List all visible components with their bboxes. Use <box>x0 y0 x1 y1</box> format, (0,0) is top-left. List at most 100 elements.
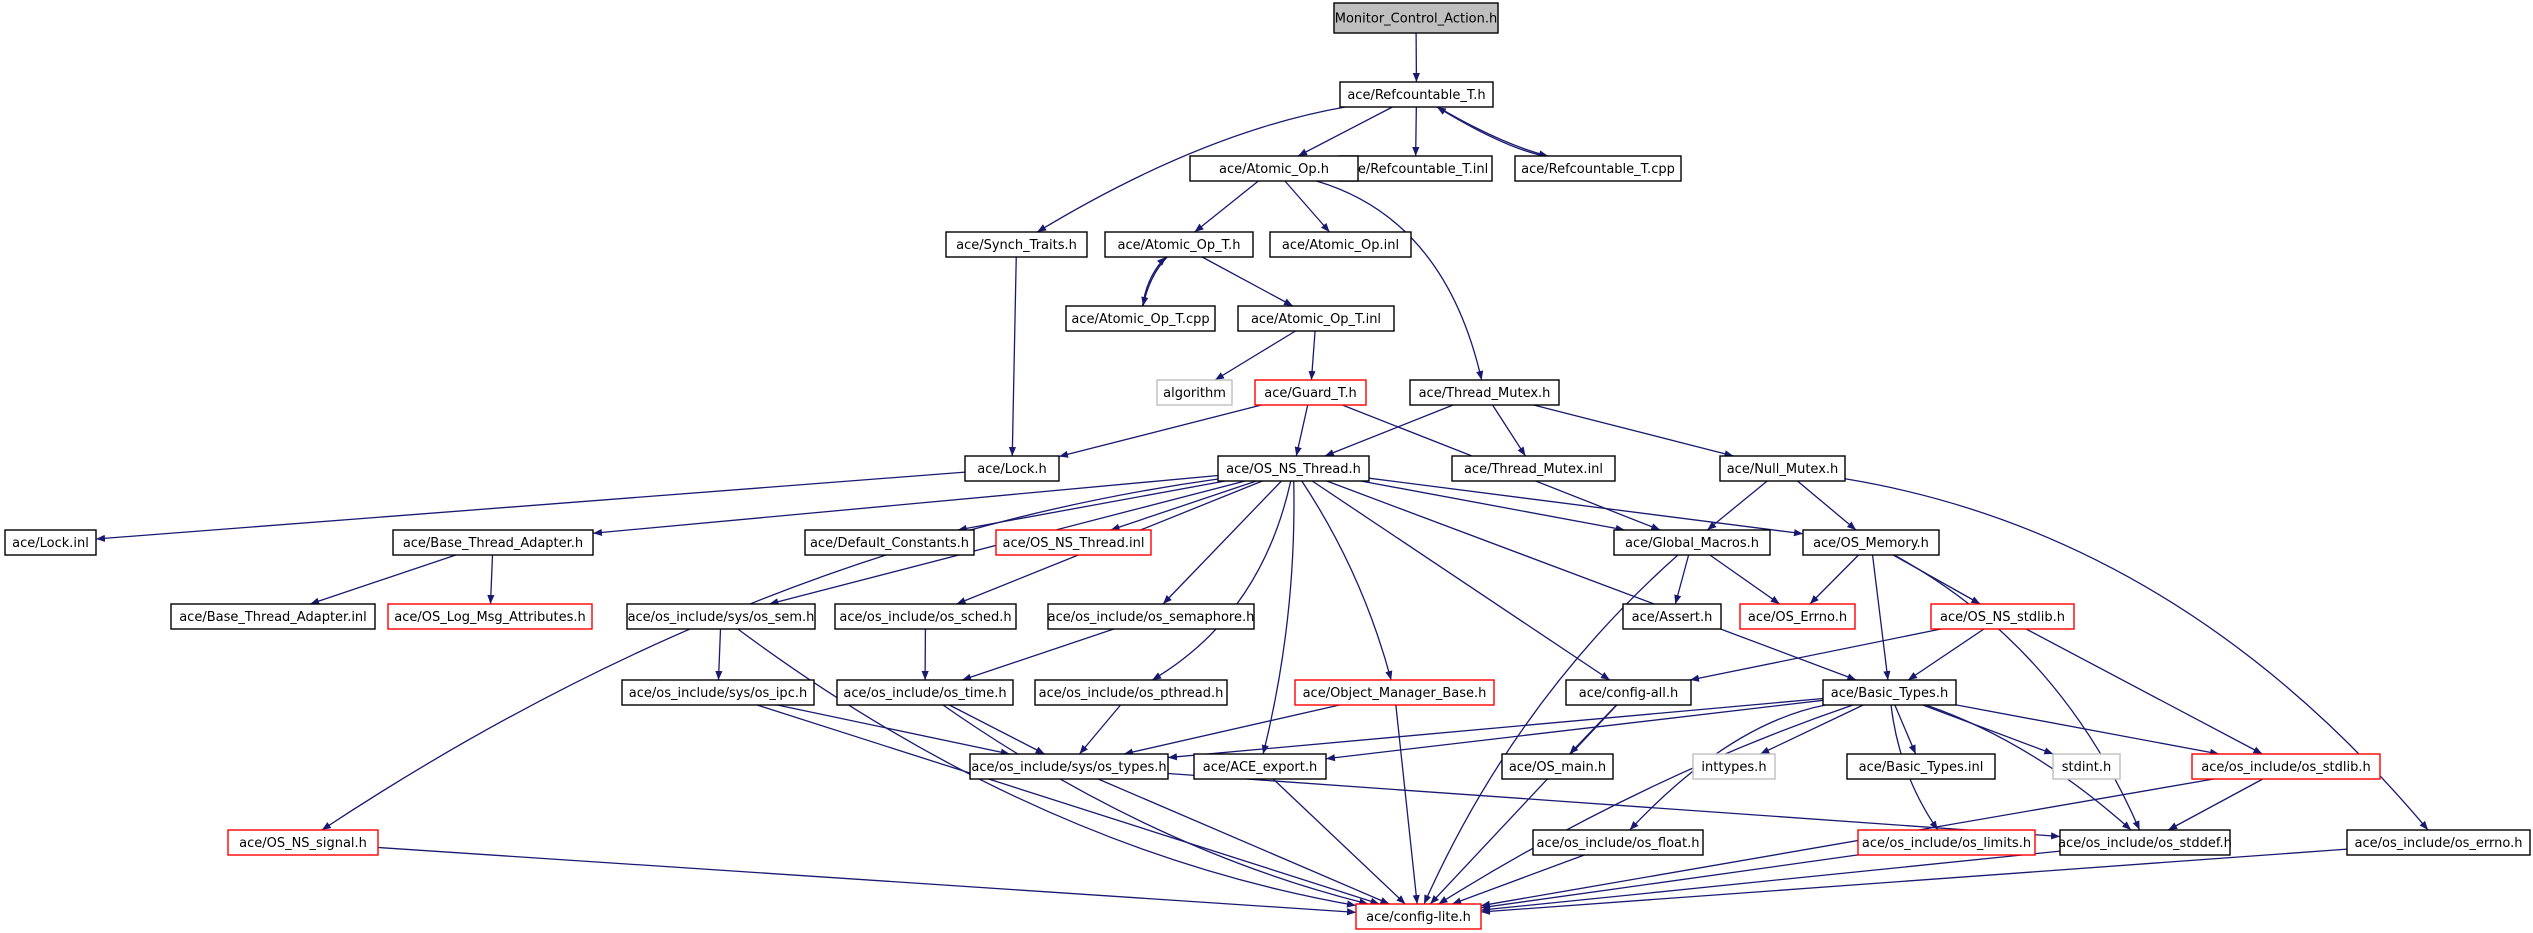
node-label: ace/OS_Memory.h <box>1813 536 1929 551</box>
node-omb[interactable]: ace/Object_Manager_Base.h <box>1294 679 1495 706</box>
node-box <box>1802 529 1940 556</box>
node-lockinl[interactable]: ace/Lock.inl <box>4 529 97 556</box>
node-box <box>1193 753 1327 780</box>
node-label: ace/os_include/os_float.h <box>1536 836 1699 851</box>
node-label: ace/Lock.inl <box>12 536 89 551</box>
node-atomTinl[interactable]: ace/Atomic_Op_T.inl <box>1237 305 1395 332</box>
node-nmutex[interactable]: ace/Null_Mutex.h <box>1719 455 1846 482</box>
node-osns[interactable]: ace/OS_NS_Thread.h <box>1217 455 1370 482</box>
node-box <box>1846 753 1996 780</box>
node-box <box>1355 903 1482 930</box>
node-bta[interactable]: ace/Base_Thread_Adapter.h <box>392 529 594 556</box>
node-box <box>1338 155 1493 182</box>
node-label: ace/Base_Thread_Adapter.inl <box>179 610 367 625</box>
node-ospth[interactable]: ace/os_include/os_pthread.h <box>1034 679 1228 706</box>
node-inttypes[interactable]: inttypes.h <box>1692 753 1776 780</box>
node-ossema[interactable]: ace/os_include/os_semaphore.h <box>1047 603 1255 630</box>
node-cfglite[interactable]: ace/config-lite.h <box>1355 903 1482 930</box>
node-box <box>1339 81 1494 108</box>
node-osnsstd[interactable]: ace/OS_NS_stdlib.h <box>1930 603 2075 630</box>
node-oslimits[interactable]: ace/os_include/os_limits.h <box>1857 829 2036 856</box>
node-atominl[interactable]: ace/Atomic_Op.inl <box>1269 231 1412 258</box>
node-ostypes[interactable]: ace/os_include/sys/os_types.h <box>969 753 1169 780</box>
node-stdint[interactable]: stdint.h <box>2052 753 2121 780</box>
edge-gmac-to-oserrno <box>1709 554 1781 605</box>
node-refTinl[interactable]: ace/Refcountable_T.inl <box>1338 155 1493 182</box>
node-osmem[interactable]: ace/OS_Memory.h <box>1802 529 1940 556</box>
edge-osns-to-omb <box>1301 480 1393 681</box>
edge-guard-to-lock <box>1058 404 1262 458</box>
node-box <box>387 603 593 630</box>
node-oserrnoh[interactable]: ace/os_include/os_errno.h <box>2346 829 2531 856</box>
edge-nmutex-to-gmac <box>1706 480 1768 531</box>
edge-osns-to-bta <box>592 474 1219 537</box>
node-lock[interactable]: ace/Lock.h <box>964 455 1060 482</box>
node-box <box>1501 753 1614 780</box>
node-tmutexinl[interactable]: ace/Thread_Mutex.inl <box>1451 455 1616 482</box>
edge-nssig-to-cfglite <box>377 846 1357 916</box>
node-label: ace/Null_Mutex.h <box>1727 462 1839 477</box>
node-nssig[interactable]: ace/OS_NS_signal.h <box>227 829 379 856</box>
edge-atomTcpp-to-atomT <box>1141 256 1167 307</box>
edge-osns-to-nssig <box>321 478 1219 831</box>
node-refTcpp[interactable]: ace/Refcountable_T.cpp <box>1514 155 1682 182</box>
node-oserrno[interactable]: ace/OS_Errno.h <box>1739 603 1856 630</box>
node-label: ace/OS_NS_Thread.h <box>1226 462 1361 477</box>
node-atomT[interactable]: ace/Atomic_Op_T.h <box>1104 231 1254 258</box>
node-label: ace/os_include/sys/os_sem.h <box>628 610 815 625</box>
node-btypes[interactable]: ace/Basic_Types.h <box>1822 679 1957 706</box>
node-ossched[interactable]: ace/os_include/os_sched.h <box>834 603 1017 630</box>
node-btinl[interactable]: ace/Basic_Types.inl <box>1846 753 1996 780</box>
node-label: ace/Thread_Mutex.h <box>1419 386 1551 401</box>
edge-atomic-to-tmutex <box>1316 180 1484 381</box>
node-synch[interactable]: ace/Synch_Traits.h <box>945 231 1088 258</box>
node-ossem[interactable]: ace/os_include/sys/os_sem.h <box>626 603 816 630</box>
node-osstddef[interactable]: ace/os_include/os_stddef.h <box>2058 829 2232 856</box>
node-box <box>621 679 815 706</box>
node-osstdlib[interactable]: ace/os_include/os_stdlib.h <box>2191 753 2381 780</box>
node-osipc[interactable]: ace/os_include/sys/os_ipc.h <box>621 679 815 706</box>
node-label: ace/os_include/os_stddef.h <box>2058 836 2232 851</box>
node-tmutex[interactable]: ace/Thread_Mutex.h <box>1409 379 1560 406</box>
node-refT[interactable]: ace/Refcountable_T.h <box>1339 81 1494 108</box>
node-cfgall[interactable]: ace/config-all.h <box>1565 679 1692 706</box>
edge-osnsstd-to-cfgall <box>1689 628 1942 682</box>
node-guard[interactable]: ace/Guard_T.h <box>1254 379 1367 406</box>
node-box <box>170 603 376 630</box>
node-box <box>1930 603 2075 630</box>
edge-osipc-to-cfglite <box>756 704 1380 905</box>
node-aceexp[interactable]: ace/ACE_export.h <box>1193 753 1327 780</box>
node-atomic[interactable]: ace/Atomic_Op.h <box>1189 155 1359 182</box>
node-osnsinl[interactable]: ace/OS_NS_Thread.inl <box>995 529 1152 556</box>
node-label: ace/Atomic_Op.inl <box>1282 238 1399 253</box>
edge-atomTinl-to-algo <box>1214 330 1296 381</box>
node-root[interactable]: Monitor_Control_Action.h <box>1333 2 1499 34</box>
node-box <box>227 829 379 856</box>
node-btainl[interactable]: ace/Base_Thread_Adapter.inl <box>170 603 376 630</box>
node-assert[interactable]: ace/Assert.h <box>1622 603 1722 630</box>
node-label: ace/Default_Constants.h <box>810 536 969 551</box>
node-defc[interactable]: ace/Default_Constants.h <box>804 529 975 556</box>
edge-ospth-to-ostypes <box>1078 704 1122 755</box>
node-atomTcpp[interactable]: ace/Atomic_Op_T.cpp <box>1065 305 1216 332</box>
edge-btypes-to-ostypes <box>1167 697 1824 761</box>
node-oslog[interactable]: ace/OS_Log_Msg_Attributes.h <box>387 603 593 630</box>
node-ostime[interactable]: ace/os_include/os_time.h <box>836 679 1014 706</box>
node-label: ace/config-all.h <box>1579 686 1679 701</box>
node-gmac[interactable]: ace/Global_Macros.h <box>1613 529 1771 556</box>
node-osfloat[interactable]: ace/os_include/os_float.h <box>1532 829 1704 856</box>
node-box <box>995 529 1152 556</box>
edge-aceexp-to-cfglite <box>1272 778 1406 905</box>
node-box <box>969 753 1169 780</box>
node-osmain[interactable]: ace/OS_main.h <box>1501 753 1614 780</box>
node-algo[interactable]: algorithm <box>1156 379 1233 406</box>
node-box <box>964 455 1060 482</box>
edge-refT-to-refTcpp <box>1437 106 1549 158</box>
edge-refT-to-synch <box>1036 106 1346 233</box>
edge-btypes-to-inttypes <box>1759 704 1864 755</box>
edge-refT-to-atomic <box>1297 106 1393 157</box>
edge-osnsstd-to-osstdlib <box>2025 628 2263 755</box>
edge-cfgall-to-cfglite <box>1429 704 1618 905</box>
node-box <box>392 529 594 556</box>
